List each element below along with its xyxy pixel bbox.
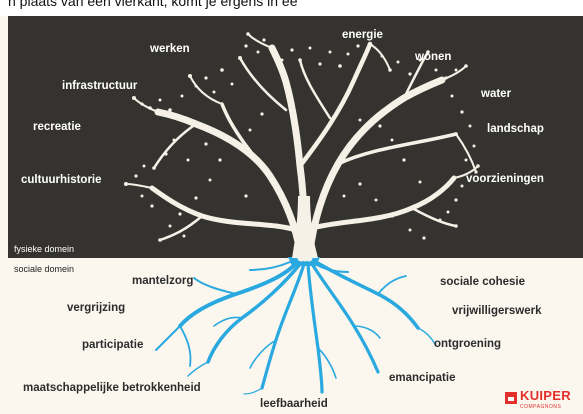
theme-maatschappelijke-betrokkenheid: maatschappelijke betrokkenheid [23,382,201,394]
theme-mantelzorg: mantelzorg [132,275,194,287]
roots [155,260,437,395]
theme-recreatie: recreatie [33,121,81,133]
kuiper-compagnons-logo: KUIPER COMPAGNONS [505,386,583,414]
theme-water: water [481,88,512,100]
branches [125,33,479,262]
theme-leefbaarheid: leefbaarheid [260,398,328,410]
theme-ontgroening: ontgroening [434,338,502,350]
theme-landschap: landschap [487,123,544,135]
social-domain-panel [0,258,583,414]
trunk [292,196,318,258]
theme-sociale-cohesie: sociale cohesie [440,276,526,288]
leaves [124,32,480,242]
theme-participatie: participatie [82,339,144,351]
cropped-header: n plaats van een vierkant, komt je ergen… [0,0,583,16]
theme-cultuurhistorie: cultuurhistorie [21,174,102,186]
header-caption: n plaats van een vierkant, komt je ergen… [8,0,298,9]
theme-infrastructuur: infrastructuur [62,80,138,92]
social-domain-label: sociale domein [14,264,75,274]
theme-voorzieningen: voorzieningen [466,173,544,185]
theme-werken: werken [150,43,190,55]
theme-wonen: wonen [415,51,452,63]
theme-emancipatie: emancipatie [389,372,456,384]
logo-subtitle: COMPAGNONS [520,404,562,410]
logo-mark-icon [505,392,517,404]
physical-domain-label: fysieke domein [14,244,75,254]
theme-vergrijzing: vergrijzing [67,302,126,314]
theme-vrijwilligerswerk: vrijwilligerswerk [452,305,542,317]
theme-energie: energie [342,29,383,41]
logo-name: KUIPER [520,388,571,403]
